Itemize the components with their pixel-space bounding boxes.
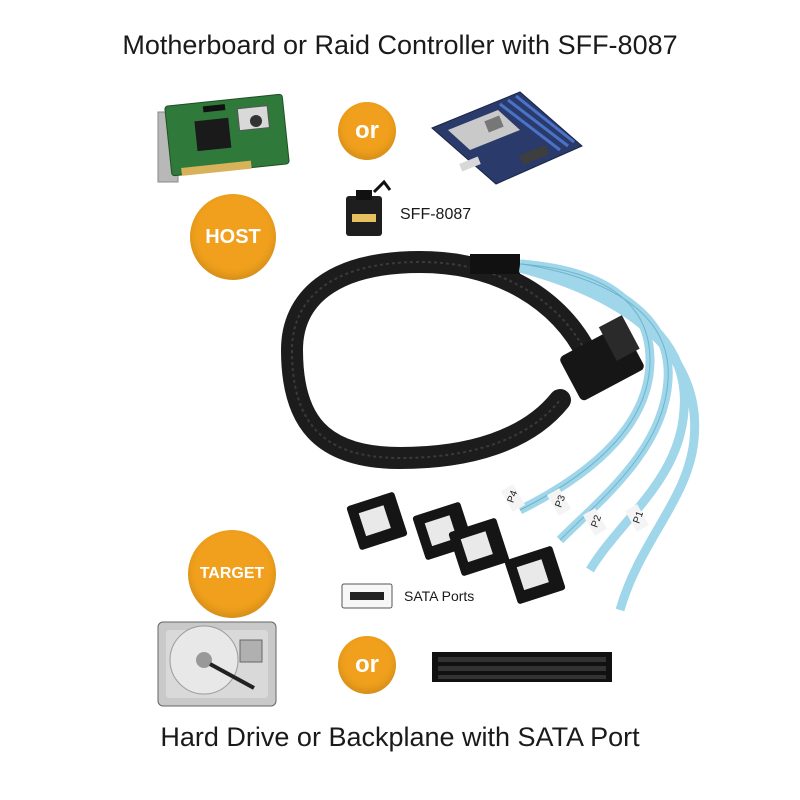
sata-wires	[517, 259, 700, 612]
sata-port-icon	[341, 583, 393, 609]
host-badge: HOST	[190, 194, 276, 280]
sff8087-plug	[560, 315, 644, 401]
sff8087-connector-icon	[346, 179, 392, 236]
header-title: Motherboard or Raid Controller with SFF-…	[122, 30, 678, 60]
port-tag-p4: P4	[506, 489, 521, 505]
sff8087-label: SFF-8087	[400, 206, 472, 223]
backplane-icon	[432, 652, 612, 682]
port-tag-p2: P2	[590, 513, 605, 529]
sata-plug-4	[504, 546, 566, 604]
or-badge-top: or	[338, 102, 396, 160]
port-tags: P4 P3 P2 P1	[500, 484, 650, 536]
raid-card-icon	[157, 93, 290, 183]
port-tag-p1: P1	[632, 509, 647, 525]
sata-plug-1	[346, 492, 408, 550]
motherboard-icon	[431, 91, 583, 185]
sata-plug-3	[448, 518, 510, 576]
target-badge: TARGET	[188, 530, 276, 618]
footer-title: Hard Drive or Backplane with SATA Port	[160, 722, 640, 752]
or-badge-bottom: or	[338, 636, 396, 694]
hard-drive-icon	[157, 621, 277, 707]
port-tag-p3: P3	[554, 493, 569, 509]
sff8087-cable	[280, 250, 599, 470]
sata-ports-label: SATA Ports	[404, 588, 475, 604]
